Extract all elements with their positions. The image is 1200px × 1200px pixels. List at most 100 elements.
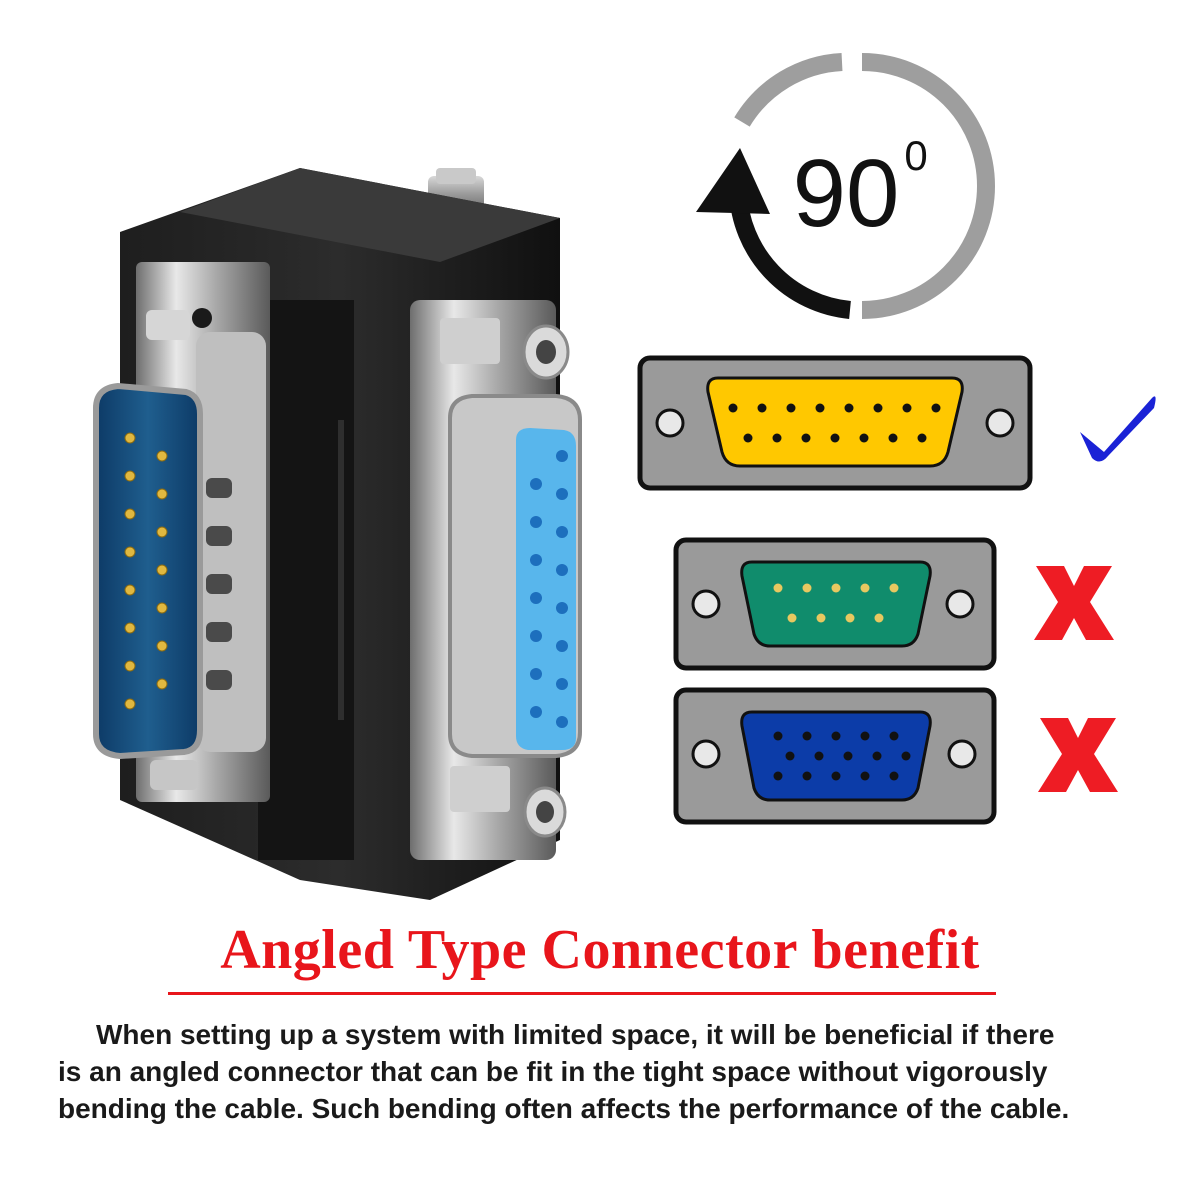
- pin: [831, 731, 841, 741]
- socket-hole: [556, 450, 568, 462]
- description-line: bending the cable. Such bending often af…: [58, 1093, 1070, 1124]
- socket-hole: [530, 668, 542, 680]
- x-mark-icon: [1038, 718, 1118, 792]
- pin: [831, 771, 841, 781]
- mount-hole: [691, 739, 721, 769]
- description-line: When setting up a system with limited sp…: [96, 1019, 1055, 1050]
- pin: [874, 613, 884, 623]
- description-line: is an angled connector that can be fit i…: [58, 1056, 1048, 1087]
- pin: [860, 771, 870, 781]
- mount-hole: [945, 589, 975, 619]
- socket-hole: [556, 602, 568, 614]
- pin: [786, 403, 796, 413]
- adapter-photo: [93, 168, 582, 900]
- x-mark-icon: [1034, 566, 1114, 640]
- pin: [888, 433, 898, 443]
- pin: [156, 450, 168, 462]
- pin: [859, 433, 869, 443]
- pin: [802, 583, 812, 593]
- pin: [901, 751, 911, 761]
- pin: [757, 403, 767, 413]
- socket-hole: [530, 706, 542, 718]
- mount-hole: [947, 739, 977, 769]
- socket-hole: [556, 640, 568, 652]
- pin: [889, 583, 899, 593]
- pin: [787, 613, 797, 623]
- pin: [773, 731, 783, 741]
- heading: Angled Type Connector benefit: [220, 919, 980, 981]
- pin: [785, 751, 795, 761]
- rotation-badge: 90 0: [696, 53, 995, 319]
- pin: [931, 403, 941, 413]
- rotation-arc-gray: [861, 53, 995, 319]
- description-paragraph: When setting up a system with limited sp…: [58, 1016, 1154, 1127]
- vga-port: [740, 710, 932, 802]
- pin: [124, 584, 136, 596]
- pin: [156, 488, 168, 500]
- socket-hole: [530, 592, 542, 604]
- pin: [124, 508, 136, 520]
- socket-hole: [556, 488, 568, 500]
- pin: [156, 678, 168, 690]
- mount-hole: [985, 408, 1015, 438]
- pin: [124, 622, 136, 634]
- pin: [831, 583, 841, 593]
- rotation-arc-black: [729, 191, 852, 319]
- pin: [873, 403, 883, 413]
- socket-hole: [530, 630, 542, 642]
- rotation-arc-gray-upper: [734, 53, 843, 127]
- rotation-arrow-icon: [696, 148, 770, 214]
- pin: [773, 583, 783, 593]
- pin: [802, 731, 812, 741]
- socket-hole: [556, 716, 568, 728]
- pin: [124, 470, 136, 482]
- pin: [860, 583, 870, 593]
- pin: [815, 403, 825, 413]
- pin: [156, 602, 168, 614]
- checkmark-icon: [1080, 396, 1156, 462]
- pin: [156, 640, 168, 652]
- mount-hole: [655, 408, 685, 438]
- socket-hole: [530, 554, 542, 566]
- pin: [772, 433, 782, 443]
- pin: [124, 660, 136, 672]
- pin: [801, 433, 811, 443]
- mount-hole: [691, 589, 721, 619]
- pin: [889, 771, 899, 781]
- rotation-angle: 90: [793, 140, 900, 247]
- pin: [802, 771, 812, 781]
- pin: [872, 751, 882, 761]
- rotation-degree-symbol: 0: [904, 132, 927, 179]
- pin: [124, 432, 136, 444]
- pin: [816, 613, 826, 623]
- option-hd15-vga: [673, 687, 1118, 825]
- socket-hole: [530, 516, 542, 528]
- socket-hole: [556, 678, 568, 690]
- db9-port: [740, 560, 932, 648]
- socket-hole: [530, 478, 542, 490]
- db15-port: [706, 376, 964, 468]
- pin: [156, 564, 168, 576]
- male-shell: [93, 262, 270, 802]
- pin: [845, 613, 855, 623]
- pin: [156, 526, 168, 538]
- connector-options: [637, 355, 1156, 825]
- female-shell: [410, 300, 582, 860]
- socket-hole: [556, 526, 568, 538]
- pin: [814, 751, 824, 761]
- pin: [902, 403, 912, 413]
- pin: [124, 698, 136, 710]
- pin: [743, 433, 753, 443]
- pin: [843, 751, 853, 761]
- pin: [889, 731, 899, 741]
- option-db9: [673, 537, 1114, 671]
- heading-underline: [168, 992, 996, 995]
- option-db15-two-row: [637, 355, 1156, 491]
- pin: [773, 771, 783, 781]
- pin: [124, 546, 136, 558]
- pin: [830, 433, 840, 443]
- pin: [844, 403, 854, 413]
- pin: [917, 433, 927, 443]
- pin: [728, 403, 738, 413]
- pin: [860, 731, 870, 741]
